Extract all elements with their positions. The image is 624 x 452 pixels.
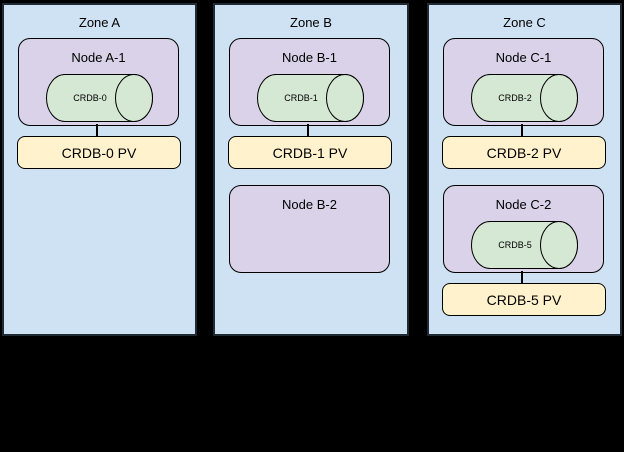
zone-a: Zone A Node A-1 CRDB-0 CRDB-0 PV	[2, 3, 197, 336]
crdb-0-cylinder: CRDB-0	[46, 74, 153, 122]
cylinder-shape	[257, 74, 364, 122]
crdb-1-pv: CRDB-1 PV	[228, 136, 392, 169]
crdb-2-pv: CRDB-2 PV	[442, 136, 606, 169]
connector-c-2	[521, 271, 523, 284]
crdb-0-pv: CRDB-0 PV	[17, 136, 181, 169]
crdb-1-label: CRDB-1	[284, 93, 318, 103]
cylinder-shape	[471, 74, 578, 122]
crdb-5-cylinder: CRDB-5	[471, 221, 578, 269]
node-c-1-label: Node C-1	[495, 50, 552, 65]
crdb-2-label: CRDB-2	[498, 93, 532, 103]
crdb-5-label: CRDB-5	[498, 240, 532, 250]
node-c-2-label: Node C-2	[495, 197, 552, 212]
crdb-5-pv: CRDB-5 PV	[442, 283, 606, 316]
connector-c-1	[521, 124, 523, 137]
node-b-2: Node B-2	[229, 185, 390, 273]
node-b-2-label: Node B-2	[282, 197, 337, 212]
crdb-0-label: CRDB-0	[73, 93, 107, 103]
connector-b-1	[307, 124, 309, 137]
zone-b: Zone B Node B-1 CRDB-1 CRDB-1 PV Node B-…	[213, 3, 409, 336]
node-b-1-label: Node B-1	[282, 50, 337, 65]
crdb-1-cylinder: CRDB-1	[257, 74, 364, 122]
zone-b-label: Zone B	[290, 15, 332, 30]
connector-a-1	[96, 124, 98, 137]
node-a-1-label: Node A-1	[71, 50, 126, 65]
zone-c-label: Zone C	[503, 15, 546, 30]
node-a-1: Node A-1 CRDB-0	[18, 38, 179, 126]
node-c-2: Node C-2 CRDB-5	[443, 185, 604, 273]
crdb-2-cylinder: CRDB-2	[471, 74, 578, 122]
node-b-1: Node B-1 CRDB-1	[229, 38, 390, 126]
zone-c: Zone C Node C-1 CRDB-2 CRDB-2 PV Node C-…	[427, 3, 622, 336]
node-c-1: Node C-1 CRDB-2	[443, 38, 604, 126]
zone-a-label: Zone A	[78, 15, 121, 30]
cylinder-shape	[46, 74, 153, 122]
cylinder-shape	[471, 221, 578, 269]
